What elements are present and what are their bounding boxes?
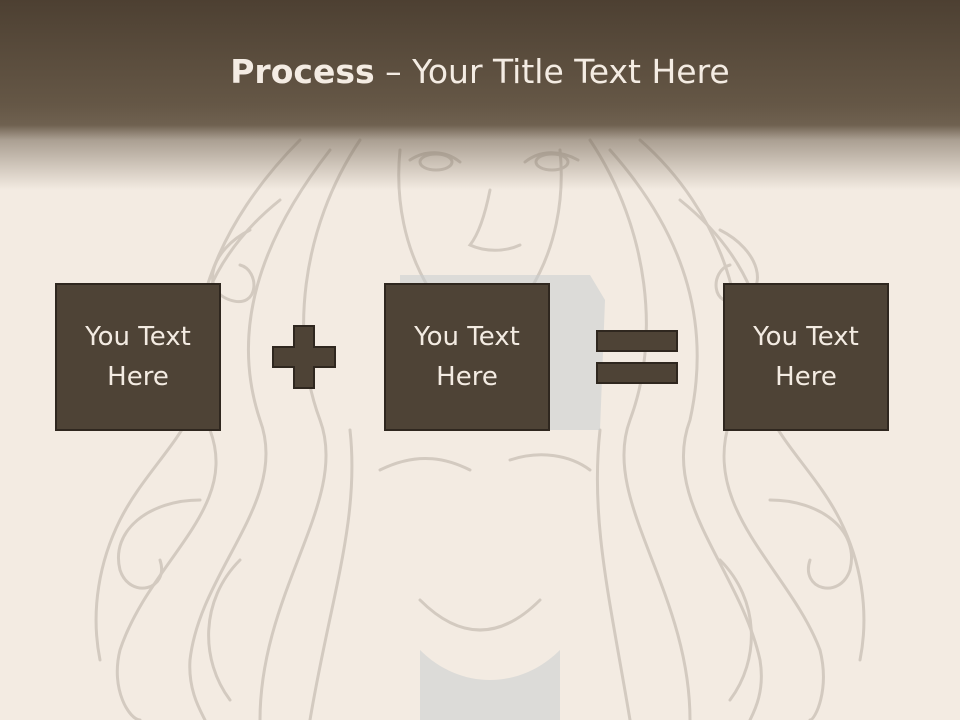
title-rest: – Your Title Text Here <box>374 52 730 91</box>
title-bar <box>0 0 960 190</box>
slide-title: Process – Your Title Text Here <box>0 52 960 91</box>
process-box-3: You Text Here <box>723 283 889 431</box>
process-box-3-text: You Text Here <box>753 322 859 392</box>
process-box-2-text: You Text Here <box>414 322 520 392</box>
process-box-2: You Text Here <box>384 283 550 431</box>
process-box-1: You Text Here <box>55 283 221 431</box>
title-bold: Process <box>230 52 375 91</box>
equals-icon <box>596 330 678 384</box>
process-box-1-text: You Text Here <box>85 322 191 392</box>
plus-icon <box>272 325 336 389</box>
